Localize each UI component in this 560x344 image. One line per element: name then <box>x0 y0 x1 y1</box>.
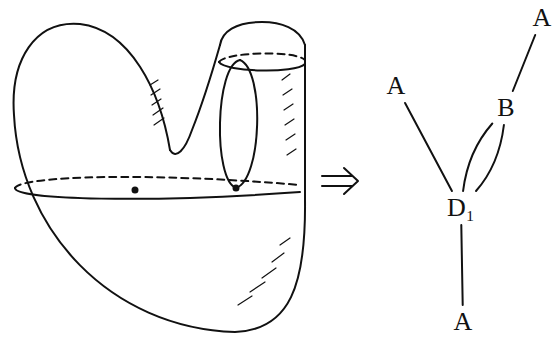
vertex-name: D₁ <box>447 195 475 221</box>
graph-edge <box>461 225 462 305</box>
vertex-name: A <box>454 309 473 335</box>
vertex-label: A <box>451 307 476 337</box>
graph-edge <box>513 35 535 91</box>
vertex-label: A <box>530 3 555 33</box>
graph-edge <box>463 123 492 191</box>
vertex-label: B <box>494 93 517 123</box>
graph-edge <box>476 125 504 191</box>
vertex-label: A <box>384 71 409 101</box>
vertex-name: A <box>387 73 406 99</box>
vertex-label: D₁ <box>444 193 478 223</box>
graph-edge <box>405 103 452 191</box>
vertex-name: B <box>497 95 514 121</box>
vertex-name: A <box>533 5 552 31</box>
